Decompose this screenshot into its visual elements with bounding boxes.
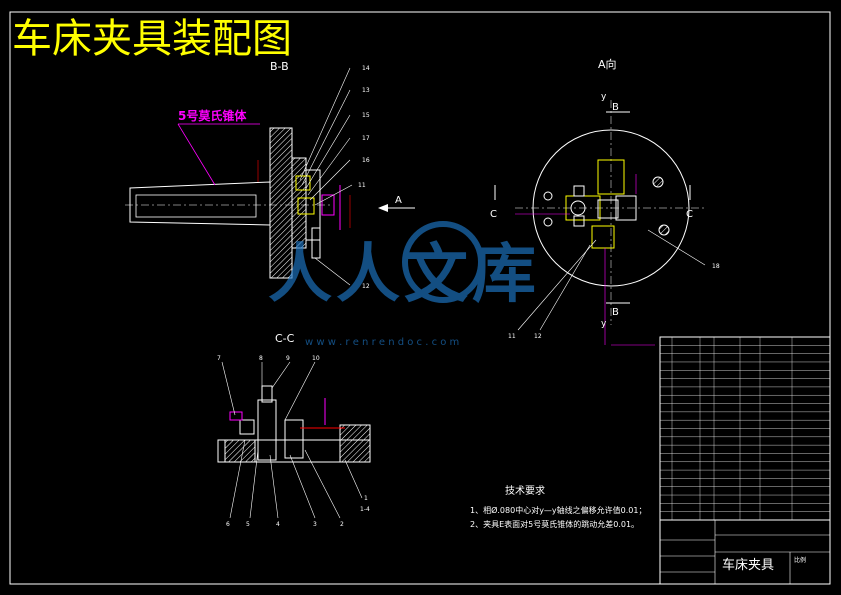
morse-taper-label: 5号莫氏锥体 — [178, 108, 247, 123]
drawing-name: 车床夹具 — [722, 557, 774, 573]
scale-label: 比例 — [794, 556, 806, 564]
balloon-bb-11: 11 — [358, 182, 366, 189]
balloon-cc-6: 6 — [226, 521, 230, 528]
c-left-label: C — [490, 209, 497, 220]
title-block: 车床夹具 比例 — [659, 519, 831, 585]
watermark: 人人文库 w w w . r e n r e n d o c . c o m — [268, 221, 540, 348]
y-top-label: y — [601, 92, 607, 102]
morse-taper-body — [129, 181, 271, 226]
tech-req-item-1: 1、相Ø.080中心对y—y轴线之偏移允许值0.01； — [470, 505, 646, 515]
balloon-cc-5: 5 — [246, 521, 250, 528]
drawing-title: 车床夹具装配图 — [12, 16, 292, 62]
balloon-bb-14: 14 — [362, 65, 370, 72]
balloon-cc-1-4: 1-4 — [360, 506, 370, 513]
tech-req-item-2: 2、夹具E表面对5号莫氏锥体的跳动允差0.01。 — [470, 519, 639, 529]
balloon-cc-4: 4 — [276, 521, 280, 528]
section-bb-view: B-B 14 13 15 17 16 11 12 5号莫氏锥体 — [125, 60, 415, 290]
section-cc-label: C-C — [275, 332, 295, 345]
balloon-cc-2: 2 — [340, 521, 344, 528]
balloon-cc-3: 3 — [313, 521, 317, 528]
balloon-bb-16: 16 — [362, 157, 370, 164]
drawing-border — [9, 11, 831, 585]
balloon-cc-1: 1 — [364, 495, 368, 502]
balloon-bb-13: 13 — [362, 87, 370, 94]
balloon-cc-7: 7 — [217, 355, 221, 362]
view-a-label: A向 — [598, 57, 617, 71]
balloon-a-12: 12 — [534, 333, 542, 340]
parts-list-table — [659, 336, 831, 521]
arrow-a-label: A — [395, 195, 402, 206]
balloon-cc-9: 9 — [286, 355, 290, 362]
watermark-circle — [402, 221, 484, 303]
balloon-cc-10: 10 — [312, 355, 320, 362]
section-bb-label: B-B — [270, 60, 289, 73]
balloon-bb-17: 17 — [362, 135, 370, 142]
view-a: A向 C C B B y y — [490, 57, 720, 346]
b-bottom-label: B — [612, 307, 619, 318]
c-right-label: C — [686, 209, 693, 220]
balloon-bb-12: 12 — [362, 283, 370, 290]
tech-req-heading: 技术要求 — [505, 484, 545, 497]
section-cc-view: C-C 7 8 9 10 6 5 4 3 2 1 1-4 — [217, 332, 371, 528]
balloon-bb-15: 15 — [362, 112, 370, 119]
balloon-a-18: 18 — [712, 263, 720, 270]
balloon-a-11: 11 — [508, 333, 516, 340]
balloon-cc-8: 8 — [259, 355, 263, 362]
watermark-url: w w w . r e n r e n d o c . c o m — [305, 337, 459, 348]
tech-requirements: 技术要求 1、相Ø.080中心对y—y轴线之偏移允许值0.01； 2、夹具E表面… — [470, 484, 646, 529]
watermark-text: 人人文库 — [268, 238, 540, 312]
b-top-label: B — [612, 102, 619, 113]
y-bottom-label: y — [601, 319, 607, 329]
